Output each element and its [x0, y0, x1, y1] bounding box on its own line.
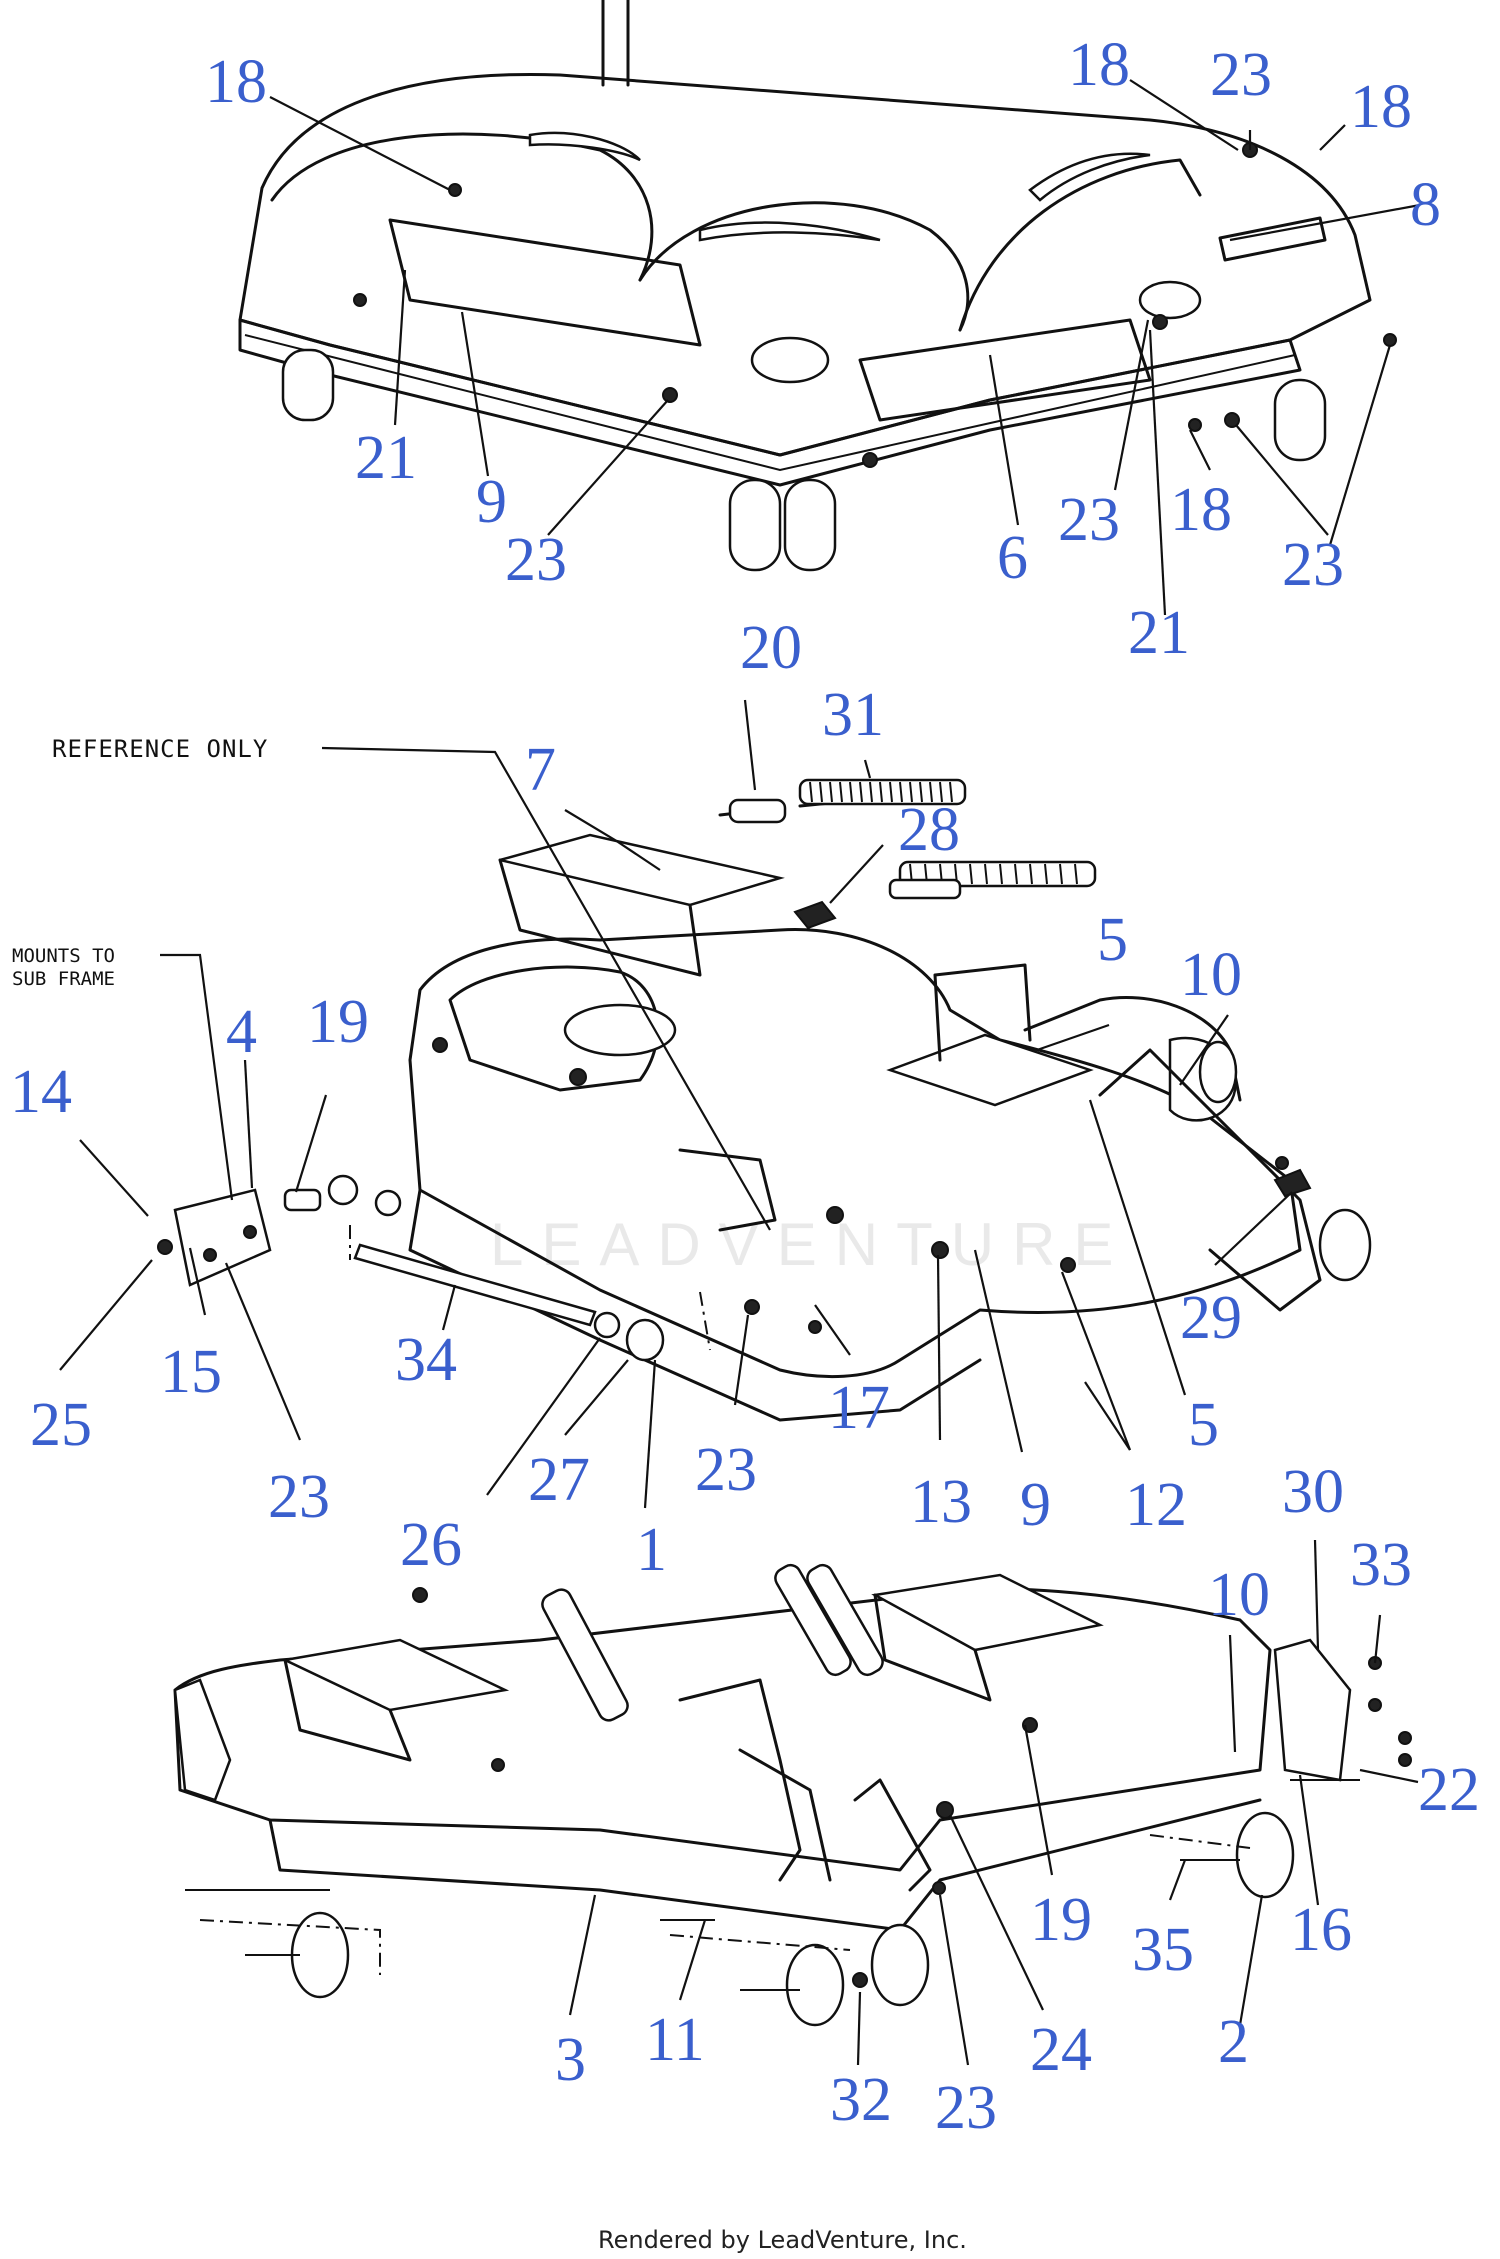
callout-5: 5: [1097, 906, 1128, 974]
callout-19: 19: [1030, 1886, 1092, 1954]
callout-3: 3: [555, 2026, 586, 2094]
callout-35: 35: [1132, 1916, 1194, 1984]
callout-labels: 18 21 9 23 18 23 18 8 6 23 18 23 21 20 3…: [10, 31, 1480, 2142]
top-deck-assembly: [238, 0, 1397, 572]
callout-4: 4: [226, 998, 257, 1066]
callout-17: 17: [828, 1374, 890, 1442]
callout-11: 11: [645, 2006, 705, 2074]
callout-6: 6: [997, 524, 1028, 592]
watermark-text: LEADVENTURE: [490, 1211, 1131, 1278]
callout-29: 29: [1180, 1284, 1242, 1352]
callout-32: 32: [830, 2066, 892, 2134]
callout-21: 21: [355, 424, 417, 492]
left-bracket-group: [157, 1174, 711, 1362]
callout-33: 33: [1350, 1531, 1412, 1599]
callout-18: 18: [1170, 476, 1232, 544]
callout-20: 20: [740, 614, 802, 682]
callout-30: 30: [1282, 1458, 1344, 1526]
callout-25: 25: [30, 1391, 92, 1459]
callout-26: 26: [400, 1511, 462, 1579]
callout-5: 5: [1188, 1391, 1219, 1459]
callout-23: 23: [268, 1463, 330, 1531]
callout-14: 14: [10, 1058, 72, 1126]
callout-10: 10: [1208, 1561, 1270, 1629]
reference-only-note: REFERENCE ONLY: [52, 735, 268, 763]
bottom-deck-assembly: [173, 1563, 1412, 2027]
callout-24: 24: [1030, 2016, 1092, 2084]
callout-16: 16: [1290, 1896, 1352, 1964]
callout-9: 9: [1020, 1471, 1051, 1539]
springs: [718, 778, 1097, 900]
callout-10: 10: [1180, 941, 1242, 1009]
mounts-note-line2: SUB FRAME: [12, 968, 115, 990]
callout-12: 12: [1125, 1471, 1187, 1539]
mid-deck-assembly: [408, 778, 1372, 1422]
callout-8: 8: [1410, 171, 1441, 239]
leader-lines: [59, 79, 1421, 2066]
callout-15: 15: [160, 1338, 222, 1406]
callout-18: 18: [1350, 73, 1412, 141]
deck-wheels-bottom: [290, 1811, 1295, 2027]
callout-23: 23: [1282, 531, 1344, 599]
callout-23: 23: [1210, 41, 1272, 109]
callout-21: 21: [1128, 599, 1190, 667]
callout-23: 23: [935, 2074, 997, 2142]
callout-23: 23: [695, 1436, 757, 1504]
mounts-note-line1: MOUNTS TO: [12, 945, 115, 967]
deck-wheels-top: [281, 348, 1327, 572]
callout-2: 2: [1218, 2008, 1249, 2076]
callout-28: 28: [898, 796, 960, 864]
callout-7: 7: [525, 736, 556, 804]
callout-31: 31: [822, 681, 884, 749]
callout-34: 34: [395, 1326, 457, 1394]
callout-19: 19: [307, 988, 369, 1056]
callout-13: 13: [910, 1468, 972, 1536]
callout-1: 1: [636, 1516, 667, 1584]
callout-27: 27: [528, 1446, 590, 1514]
callout-23: 23: [1058, 486, 1120, 554]
callout-9: 9: [476, 468, 507, 536]
footer-credit: Rendered by LeadVenture, Inc.: [598, 2226, 967, 2254]
callout-18: 18: [205, 48, 267, 116]
callout-22: 22: [1418, 1756, 1480, 1824]
callout-18: 18: [1068, 31, 1130, 99]
callout-23: 23: [505, 526, 567, 594]
